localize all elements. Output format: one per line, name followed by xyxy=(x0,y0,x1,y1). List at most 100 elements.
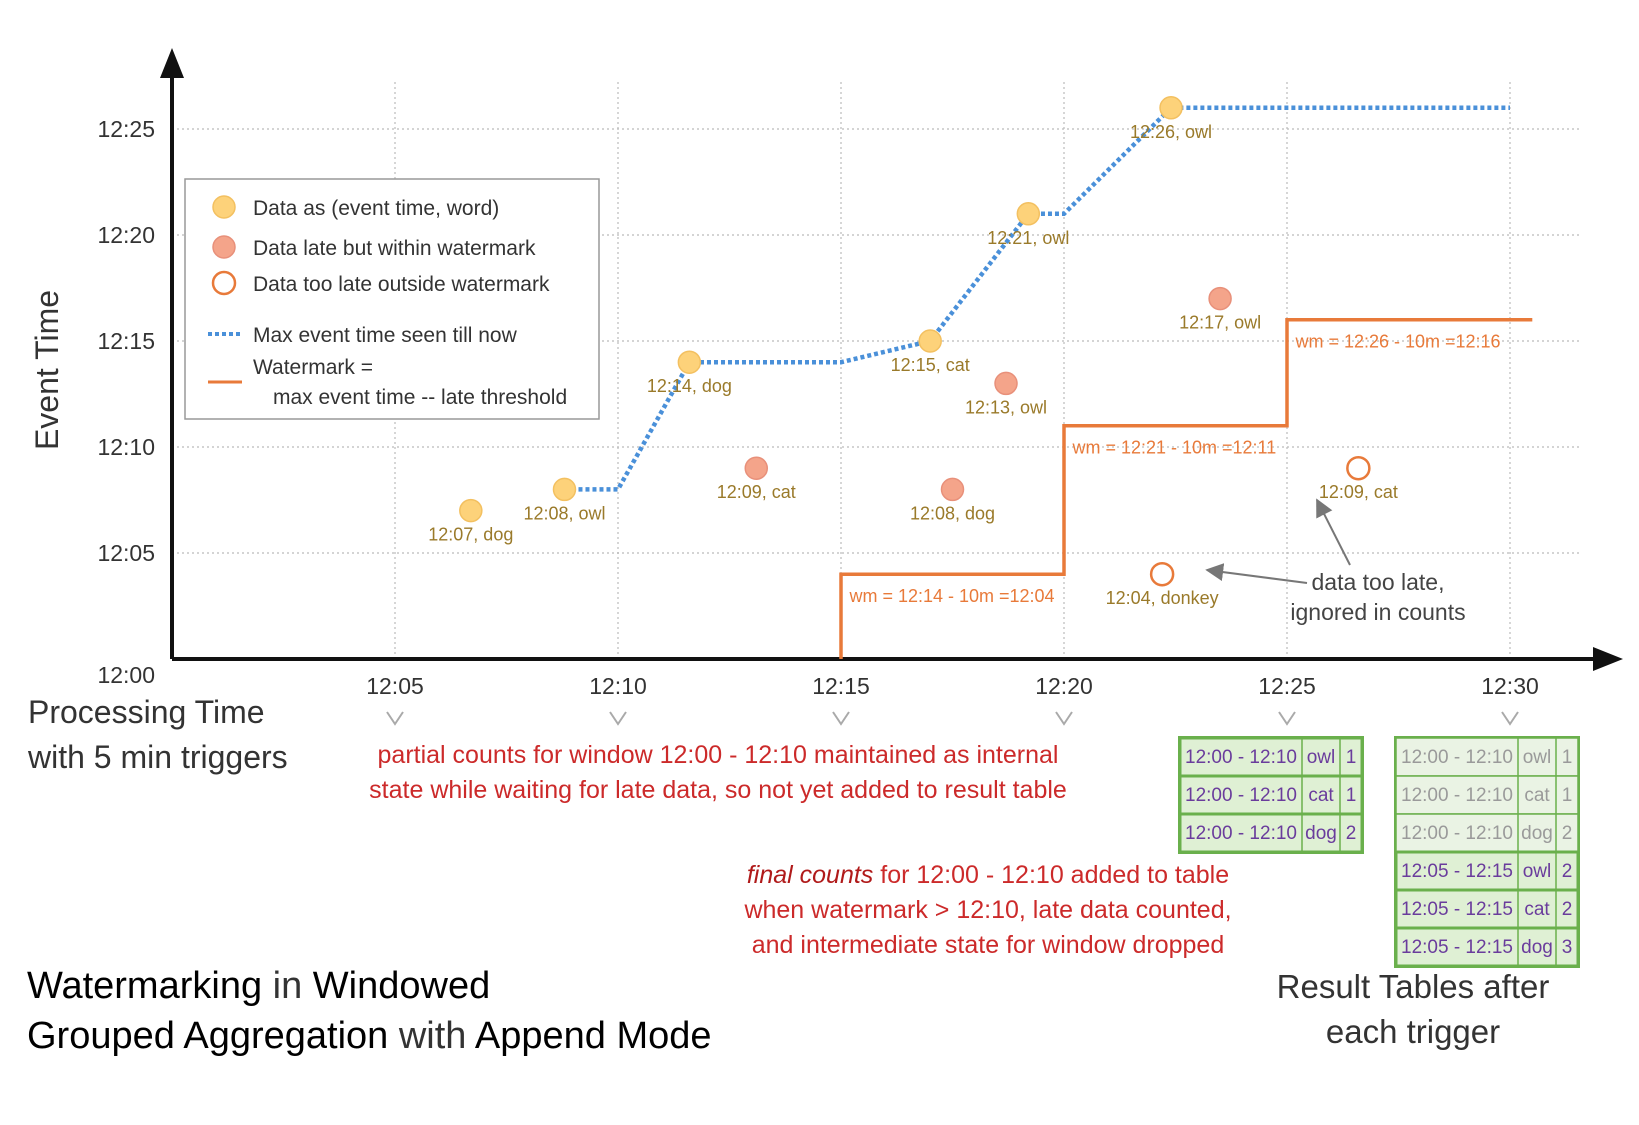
result-cell: 12:00 - 12:10 xyxy=(1401,785,1513,806)
watermark-value-label: wm = 12:21 - 10m =12:11 xyxy=(1071,437,1276,457)
y-tick-label: 12:20 xyxy=(97,222,155,248)
result-cell: owl xyxy=(1523,861,1552,882)
result-cell: cat xyxy=(1524,785,1550,806)
callout-arrow-cat xyxy=(1316,498,1351,566)
point-label: 12:13, owl xyxy=(965,397,1047,417)
title-run: Append Mode xyxy=(475,1015,712,1057)
x-axis-label-line1: Processing Time xyxy=(28,694,265,730)
final-note-3: and intermediate state for window droppe… xyxy=(752,931,1225,959)
title-run: Grouped Aggregation xyxy=(27,1015,388,1057)
point-on-time xyxy=(677,350,702,374)
point-label: 12:17, owl xyxy=(1179,313,1261,333)
x-tick-label: 12:15 xyxy=(812,673,870,699)
partial-note-2: state while waiting for late data, so no… xyxy=(369,776,1067,804)
y-tick-label: 12:05 xyxy=(97,540,155,566)
point-late xyxy=(940,477,965,502)
point-label: 12:09, cat xyxy=(717,482,796,502)
legend-toolate-label: Data too late outside watermark xyxy=(253,273,550,296)
legend-swatch-late xyxy=(212,235,236,259)
too-late-callout: data too late, ignored in counts xyxy=(1205,498,1466,625)
result-cell: 12:00 - 12:10 xyxy=(1401,823,1513,844)
point-label: 12:14, dog xyxy=(647,376,732,396)
point-label: 12:08, owl xyxy=(523,503,605,523)
result-caption-1: Result Tables after xyxy=(1277,968,1550,1005)
title-line2: Grouped Aggregation with Append Mode xyxy=(27,1015,712,1057)
result-table-row xyxy=(1178,774,1364,816)
point-late xyxy=(1208,286,1232,311)
legend-swatch-ontime xyxy=(212,195,236,219)
watermark-line xyxy=(839,318,1533,659)
result-cell: 12:05 - 12:15 xyxy=(1401,937,1513,958)
result-cell: owl xyxy=(1307,747,1336,768)
x-tick-label: 12:25 xyxy=(1258,673,1316,699)
result-table-row xyxy=(1395,813,1579,853)
result-cell: dog xyxy=(1521,937,1553,958)
watermark-value-label: wm = 12:14 - 10m =12:04 xyxy=(848,586,1054,606)
max-event-line xyxy=(564,105,1510,492)
result-table-row xyxy=(1178,812,1364,854)
watermark-value-label: wm = 12:26 - 10m =12:16 xyxy=(1294,331,1500,351)
result-cell: 1 xyxy=(1562,747,1573,768)
point-on-time xyxy=(1159,96,1183,120)
result-cell: dog xyxy=(1305,823,1337,844)
trigger-arrow xyxy=(1501,711,1519,726)
point-too-late xyxy=(1346,455,1371,481)
point-label: 12:09, cat xyxy=(1319,482,1398,502)
point-on-time xyxy=(552,477,577,502)
result-cell: 12:00 - 12:10 xyxy=(1401,747,1513,768)
result-caption: Result Tables after each trigger xyxy=(1277,968,1550,1050)
point-label: 12:26, owl xyxy=(1130,122,1212,142)
result-cell: 2 xyxy=(1562,899,1573,920)
x-tick-label: 12:10 xyxy=(589,673,647,699)
result-cell: 2 xyxy=(1562,861,1573,882)
point-label: 12:07, dog xyxy=(428,525,513,545)
trigger-arrow xyxy=(832,711,850,726)
y-tick-label: 12:25 xyxy=(97,116,155,142)
result-table-row xyxy=(1395,737,1579,777)
legend-swatch-toolate xyxy=(211,270,237,296)
y-axis-arrowhead xyxy=(160,48,184,78)
result-cell: 3 xyxy=(1562,937,1573,958)
watermark-labels: wm = 12:14 - 10m =12:04 wm = 12:21 - 10m … xyxy=(848,331,1500,605)
trigger-arrow xyxy=(1278,711,1296,726)
trigger-arrow xyxy=(1055,711,1073,726)
title-run: in xyxy=(262,965,313,1007)
point-late xyxy=(744,456,769,480)
result-cell: 12:00 - 12:10 xyxy=(1185,785,1297,806)
legend-ontime-label: Data as (event time, word) xyxy=(253,197,499,220)
x-tick-label: 12:20 xyxy=(1035,673,1093,699)
final-note-2: when watermark > 12:10, late data counte… xyxy=(743,896,1231,924)
result-cell: 2 xyxy=(1346,823,1357,844)
point-on-time xyxy=(918,329,942,353)
title-run: Watermarking xyxy=(27,965,262,1007)
result-cell: 1 xyxy=(1346,785,1357,806)
result-cell: dog xyxy=(1521,823,1553,844)
final-counts-note: final counts for 12:00 - 12:10 added to … xyxy=(743,861,1231,959)
trigger-arrow xyxy=(609,711,627,726)
callout-text-2: ignored in counts xyxy=(1290,599,1465,625)
result-cell: 2 xyxy=(1562,823,1573,844)
result-cell: cat xyxy=(1524,899,1550,920)
point-on-time xyxy=(459,498,483,523)
legend-watermark-label-1: Watermark = xyxy=(253,356,373,379)
result-tables: 12:00 - 12:10 owl 1 12:00 - 12:10 cat 1 12:00 … xyxy=(1178,736,1580,968)
partial-note-1: partial counts for window 12:00 - 12:10 … xyxy=(378,741,1059,769)
result-table-row xyxy=(1394,926,1580,968)
x-axis-label-line2: with 5 min triggers xyxy=(27,739,288,775)
final-note-emphasis: final counts xyxy=(747,861,873,889)
callout-text-1: data too late, xyxy=(1312,569,1445,595)
y-axis-label: Event Time xyxy=(29,290,65,450)
partial-counts-note: partial counts for window 12:00 - 12:10 … xyxy=(369,741,1067,804)
result-cell: 12:05 - 12:15 xyxy=(1401,899,1513,920)
x-axis-arrowhead xyxy=(1593,647,1623,671)
point-label: 12:04, donkey xyxy=(1106,588,1219,608)
point-late xyxy=(994,371,1018,396)
point-on-time xyxy=(1016,202,1041,226)
x-tick-label: 12:05 xyxy=(366,673,424,699)
result-cell: 12:00 - 12:10 xyxy=(1185,747,1297,768)
